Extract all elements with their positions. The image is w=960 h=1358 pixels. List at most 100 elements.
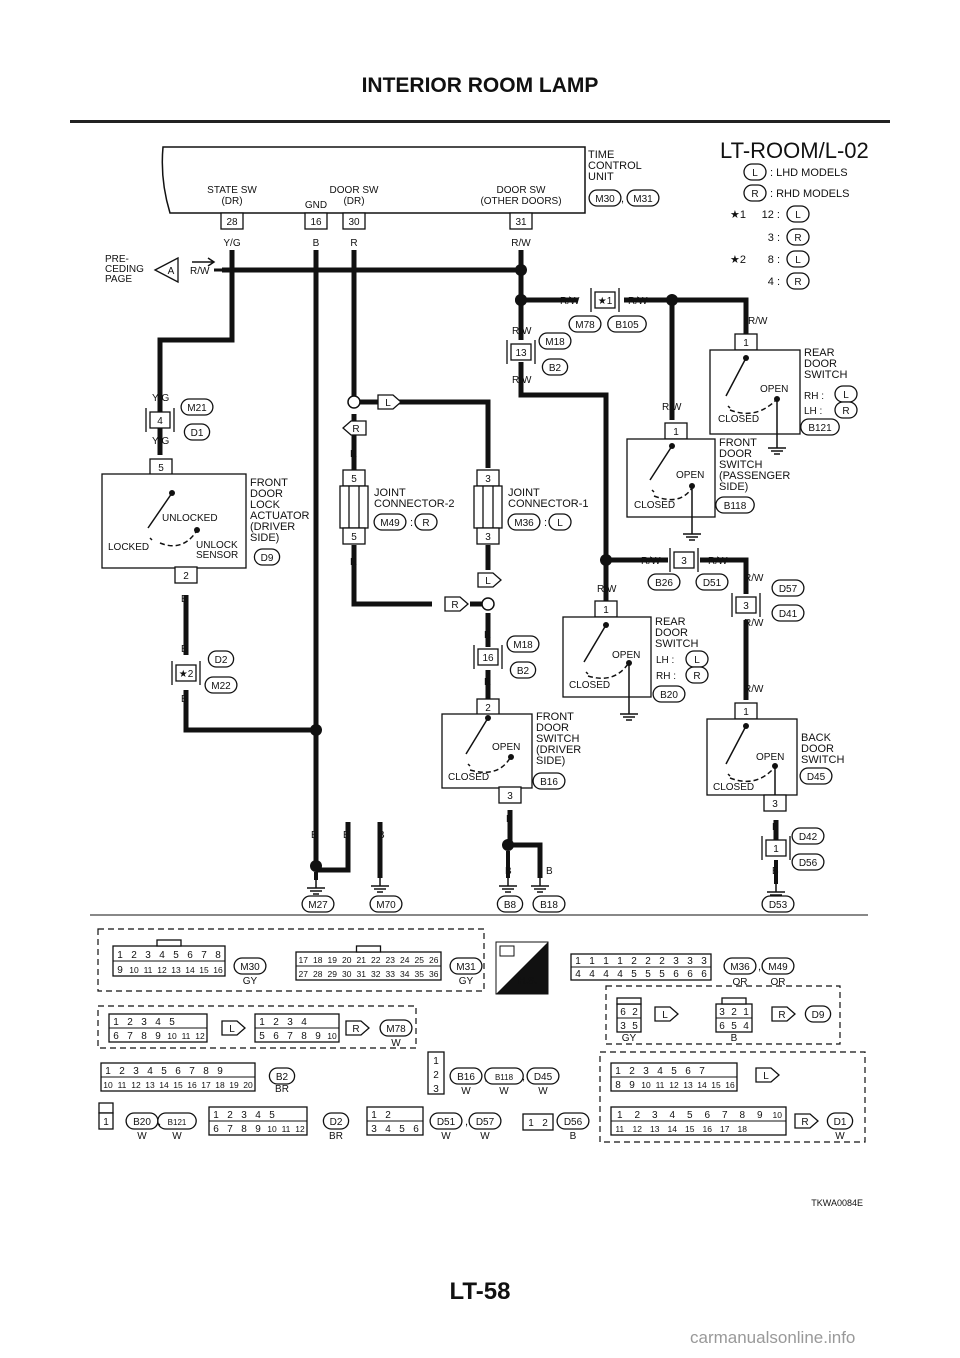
wire-color: R/W xyxy=(708,556,728,567)
cavity-number: 1 xyxy=(113,1017,119,1028)
option-tag xyxy=(377,394,402,410)
cavity-number: 18 xyxy=(215,1080,225,1090)
wire-color: R/W xyxy=(744,618,764,629)
connector-id-label: M31 xyxy=(456,962,476,973)
connector-id xyxy=(468,1112,502,1130)
terminal-name: (DR) xyxy=(343,196,364,207)
sep: , xyxy=(465,1116,468,1128)
connector-id xyxy=(449,957,483,975)
option-tag xyxy=(342,420,367,436)
line xyxy=(145,408,175,432)
switch-label: (PASSENGER xyxy=(719,470,790,482)
cavity-number: 1 xyxy=(259,1017,265,1028)
cavity-number: 10 xyxy=(103,1080,113,1090)
cavity-number: 5 xyxy=(269,1110,275,1121)
line xyxy=(499,878,517,893)
cavity-number: 1 xyxy=(105,1066,111,1077)
legend-pin: 12 : xyxy=(762,209,780,221)
connector-id-label: M31 xyxy=(633,194,653,205)
cavity-number: 4 xyxy=(589,969,595,980)
line xyxy=(768,440,786,455)
connector-id-label: B121 xyxy=(808,423,832,434)
state-label: CLOSED xyxy=(569,680,610,691)
cavity-number: 6 xyxy=(413,1124,419,1135)
connector-id xyxy=(743,163,767,181)
option-tag xyxy=(755,1067,780,1083)
state-label: UNLOCKED xyxy=(162,513,218,524)
connector-id-label: M49 xyxy=(768,962,788,973)
line xyxy=(669,548,699,572)
cavity-number: 5 xyxy=(659,969,665,980)
state-label: OPEN xyxy=(756,752,784,763)
cavity-number: 13 xyxy=(650,1124,660,1134)
sep: , xyxy=(484,1071,487,1083)
cavity-number: 1 xyxy=(213,1110,219,1121)
cavity-number: 8 xyxy=(739,1110,745,1121)
cavity-number: 11 xyxy=(182,1031,191,1041)
connector-face xyxy=(522,1113,554,1131)
cavity-number: 7 xyxy=(287,1031,293,1042)
hs-icon xyxy=(499,945,515,957)
cavity-number: 13 xyxy=(145,1080,155,1090)
connector-color: W xyxy=(538,1086,548,1097)
cavity-number: 12 xyxy=(669,1080,679,1090)
cavity-number: 10 xyxy=(167,1031,177,1041)
cavity-number: 3 xyxy=(652,1110,658,1121)
cavity-number: 12 xyxy=(633,1124,643,1134)
cavity-number: 13 xyxy=(171,965,181,975)
pin-box xyxy=(304,212,328,230)
wire xyxy=(518,362,749,594)
cavity-number: 21 xyxy=(357,955,367,965)
cavity-number: 11 xyxy=(656,1080,665,1090)
lock-tab xyxy=(355,945,382,953)
cavity-number: 2 xyxy=(629,1066,635,1077)
cavity-number: 4 xyxy=(147,1066,153,1077)
connector-id-label: B121 xyxy=(168,1118,187,1127)
state-label: CLOSED xyxy=(713,782,754,793)
connector-id xyxy=(322,1112,350,1130)
switch-label: DOOR xyxy=(655,627,688,639)
option-tag-label: L xyxy=(763,1071,769,1082)
cavity-number: 13 xyxy=(683,1080,693,1090)
sep: , xyxy=(158,1116,161,1128)
connector-id-label: B16 xyxy=(540,777,558,788)
cavity-number: 5 xyxy=(671,1066,677,1077)
connector-id xyxy=(588,189,622,207)
cavity-number: 8 xyxy=(301,1031,307,1042)
cavity-number: 26 xyxy=(429,955,439,965)
pin-box xyxy=(765,839,787,857)
pin-box xyxy=(220,212,244,230)
splice-dot xyxy=(600,554,612,566)
connector-id-label: D45 xyxy=(807,772,826,783)
arrow xyxy=(727,405,731,409)
option-tag xyxy=(654,1006,679,1022)
connector-id-label: B105 xyxy=(615,320,639,331)
pin-label: 28 xyxy=(226,217,238,228)
pin-label: 30 xyxy=(348,217,360,228)
cavity-number: 7 xyxy=(722,1110,728,1121)
connector-id-label: D51 xyxy=(703,578,722,589)
line xyxy=(171,661,201,685)
hs-mark-fill xyxy=(496,942,548,994)
cavity-number: 6 xyxy=(685,1066,691,1077)
cavity-number: 30 xyxy=(342,969,352,979)
terminal-name: DOOR SW xyxy=(330,185,379,196)
connector-id-label: L xyxy=(795,210,801,221)
connector-id-label: R xyxy=(794,277,801,288)
line xyxy=(473,645,503,669)
wire-color: R xyxy=(484,630,491,641)
cavity-number: 4 xyxy=(603,969,609,980)
cavity-number: 14 xyxy=(185,965,195,975)
cavity-number: 5 xyxy=(645,969,651,980)
legend-star: ★1 xyxy=(730,209,746,221)
terminal-name: GND xyxy=(305,200,327,211)
switch-label: SWITCH xyxy=(801,754,844,766)
arrow xyxy=(149,537,153,541)
line xyxy=(307,880,325,895)
rh-lh-label: RH : xyxy=(804,391,824,402)
cavity-number: 4 xyxy=(575,969,581,980)
option-tag xyxy=(477,572,502,588)
switch-label: DOOR xyxy=(719,448,752,460)
connector-id-label: B26 xyxy=(655,578,673,589)
